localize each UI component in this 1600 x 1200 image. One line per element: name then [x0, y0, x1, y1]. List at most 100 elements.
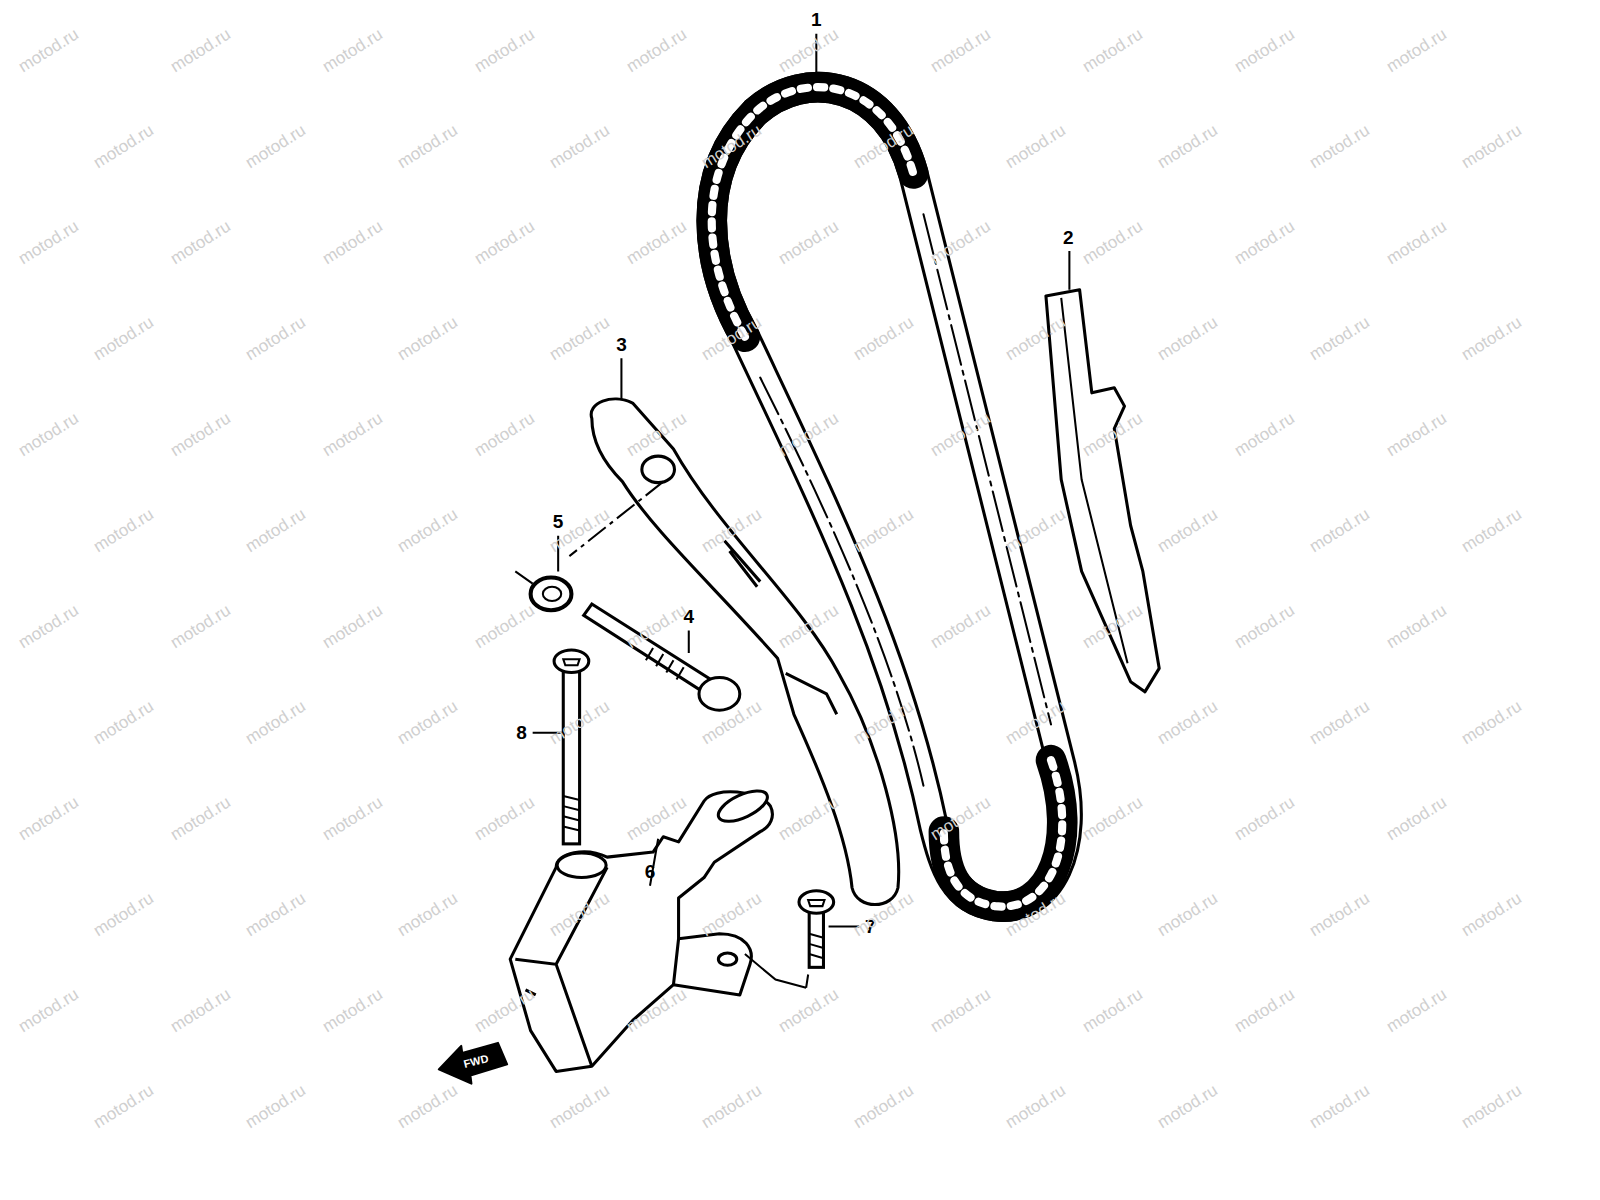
watermark: motod.ru	[471, 408, 538, 461]
watermark: motod.ru	[1154, 888, 1221, 941]
mount-bolt	[809, 908, 823, 967]
watermark: motod.ru	[1383, 792, 1450, 845]
watermark: motod.ru	[1002, 1080, 1069, 1133]
watermark: motod.ru	[1306, 696, 1373, 749]
callout-number: 2	[1063, 227, 1074, 249]
watermark: motod.ru	[1383, 984, 1450, 1037]
watermark: motod.ru	[1079, 984, 1146, 1037]
watermark: motod.ru	[15, 216, 82, 269]
watermark: motod.ru	[1458, 120, 1525, 173]
watermark: motod.ru	[927, 216, 994, 269]
watermark: motod.ru	[1306, 504, 1373, 557]
watermark: motod.ru	[1154, 504, 1221, 557]
watermark: motod.ru	[319, 24, 386, 77]
washer-hole	[543, 587, 561, 601]
watermark: motod.ru	[471, 984, 538, 1037]
watermark: motod.ru	[90, 1080, 157, 1133]
watermark: motod.ru	[319, 792, 386, 845]
bolt-head	[699, 678, 740, 711]
tensioner-detail	[515, 867, 678, 1066]
watermark: motod.ru	[1231, 600, 1298, 653]
hex-socket	[808, 900, 824, 906]
watermark: motod.ru	[623, 216, 690, 269]
watermark: motod.ru	[1383, 600, 1450, 653]
direction-label: FWD	[462, 1052, 489, 1070]
cam-chain	[712, 87, 1068, 906]
watermark: motod.ru	[1383, 24, 1450, 77]
leader-line	[533, 34, 1070, 927]
watermark: motod.ru	[1306, 120, 1373, 173]
watermark: motod.ru	[90, 120, 157, 173]
assembly-line	[515, 482, 663, 584]
chain-links	[712, 87, 914, 337]
watermark: motod.ru	[1002, 504, 1069, 557]
watermark: motod.ru	[15, 408, 82, 461]
watermark: motod.ru	[1458, 312, 1525, 365]
watermark: motod.ru	[15, 984, 82, 1037]
watermark: motod.ru	[167, 216, 234, 269]
watermark: motod.ru	[1154, 312, 1221, 365]
watermark: motod.ru	[1079, 408, 1146, 461]
watermark: motod.ru	[698, 120, 765, 173]
watermark: motod.ru	[1231, 792, 1298, 845]
watermark: motod.ru	[90, 696, 157, 749]
washer	[531, 578, 572, 611]
watermark: motod.ru	[242, 888, 309, 941]
watermark: motod.ru	[471, 792, 538, 845]
watermark: motod.ru	[775, 792, 842, 845]
watermark: motod.ru	[1231, 984, 1298, 1037]
watermark: motod.ru	[1231, 408, 1298, 461]
watermark: motod.ru	[1231, 24, 1298, 77]
watermark: motod.ru	[775, 24, 842, 77]
callout-number: 1	[811, 9, 822, 31]
bolt-thread	[809, 934, 823, 958]
tensioner-boss	[557, 853, 606, 877]
watermark: motod.ru	[1458, 504, 1525, 557]
watermark: motod.ru	[319, 600, 386, 653]
chain-tensioner	[510, 792, 772, 1072]
hex-socket	[563, 659, 579, 665]
watermark: motod.ru	[775, 984, 842, 1037]
watermark: motod.ru	[242, 504, 309, 557]
watermark: motod.ru	[319, 984, 386, 1037]
chain-guide-edge	[1061, 298, 1127, 663]
mount-hole	[718, 953, 736, 965]
watermark: motod.ru	[394, 696, 461, 749]
watermark: motod.ru	[623, 792, 690, 845]
chain-centerline	[923, 214, 1051, 724]
watermark: motod.ru	[1306, 312, 1373, 365]
watermark: motod.ru	[698, 888, 765, 941]
tensioner-bolt	[563, 668, 579, 844]
watermark: motod.ru	[546, 1080, 613, 1133]
watermark: motod.ru	[927, 792, 994, 845]
watermark: motod.ru	[1306, 888, 1373, 941]
watermark: motod.ru	[167, 984, 234, 1037]
assembly-line	[745, 954, 808, 988]
watermark: motod.ru	[850, 888, 917, 941]
watermark: motod.ru	[1002, 120, 1069, 173]
watermark: motod.ru	[1306, 1080, 1373, 1133]
watermark: motod.ru	[1079, 216, 1146, 269]
watermark: motod.ru	[167, 600, 234, 653]
watermark: motod.ru	[471, 600, 538, 653]
watermark: motod.ru	[1002, 696, 1069, 749]
watermark: motod.ru	[850, 312, 917, 365]
watermark: motod.ru	[90, 888, 157, 941]
watermark: motod.ru	[15, 24, 82, 77]
bolt-thread	[646, 648, 684, 680]
chain-guide	[1046, 290, 1159, 692]
bolt-head	[554, 650, 589, 672]
watermark: motod.ru	[546, 120, 613, 173]
watermark: motod.ru	[1154, 696, 1221, 749]
watermark: motod.ru	[90, 312, 157, 365]
watermark: motod.ru	[775, 216, 842, 269]
watermark: motod.ru	[546, 312, 613, 365]
watermark: motod.ru	[1079, 600, 1146, 653]
watermark: motod.ru	[698, 312, 765, 365]
callout-number: 3	[616, 334, 627, 356]
watermark: motod.ru	[850, 696, 917, 749]
pivot-hole	[642, 456, 675, 483]
plunger-end	[714, 785, 772, 828]
watermark: motod.ru	[1383, 408, 1450, 461]
watermark: motod.ru	[471, 216, 538, 269]
